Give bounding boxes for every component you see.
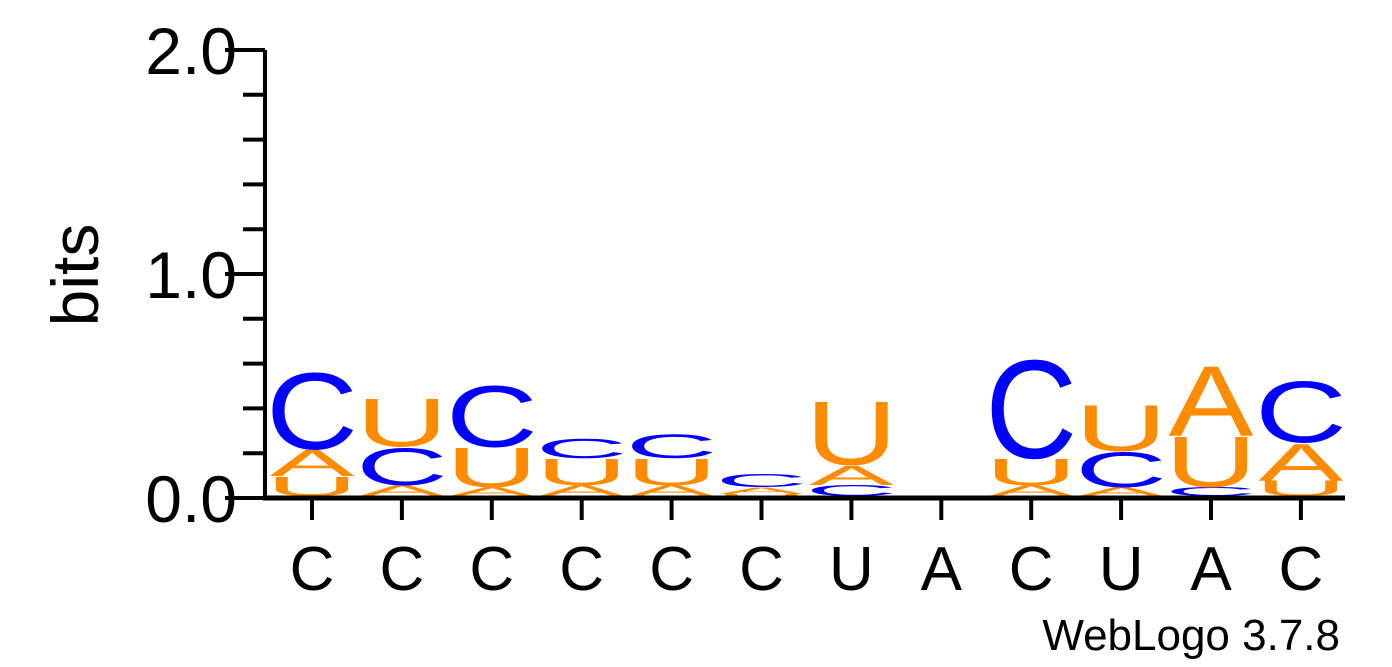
logo-letter-u: U [626, 451, 718, 493]
logo-letter-c: C [356, 437, 448, 496]
x-tick-label: C [469, 535, 514, 604]
logo-letter-a: A [449, 485, 535, 499]
x-tick-label: C [380, 535, 425, 604]
logo-letter-c: C [626, 427, 718, 465]
x-tick-label: A [921, 535, 963, 604]
x-tick-label: C [739, 535, 784, 604]
logo-letter-a: A [359, 482, 445, 499]
logo-letter-u: U [356, 384, 448, 461]
logo-letter-a: A [719, 485, 804, 496]
logo-letter-c: C [1255, 364, 1347, 462]
logo-letter-c: C [716, 470, 808, 491]
y-tick-label: 0.0 [145, 462, 237, 536]
logo-letter-c: C [266, 351, 358, 473]
x-tick-label: C [1279, 535, 1324, 604]
logo-letter-a: A [270, 442, 355, 484]
logo-letter-c: C [1165, 485, 1257, 499]
logo-letter-u: U [1075, 392, 1167, 465]
x-tick-label: C [649, 535, 694, 604]
y-tick-label: 1.0 [145, 238, 237, 312]
logo-letter-a: A [539, 482, 625, 499]
logo-letter-a: A [1079, 485, 1165, 499]
x-tick-label: C [290, 535, 335, 604]
logo-letter-c: C [1075, 442, 1167, 498]
y-tick-label: 2.0 [145, 14, 237, 88]
y-axis-label: bits [38, 224, 112, 327]
logo-letter-u: U [1165, 422, 1257, 503]
logo-letter-a: A [989, 482, 1075, 499]
x-tick-label: C [559, 535, 604, 604]
logo-letter-c: C [805, 482, 897, 499]
logo-letter-u: U [805, 383, 897, 484]
logo-letter-a: A [629, 482, 715, 499]
logo-letter-u: U [446, 436, 538, 499]
y-axis: 0.0 1.0 2.0 [145, 14, 267, 536]
logo-letter-a: A [809, 459, 895, 490]
logo-letter-u: U [536, 451, 628, 493]
x-tick-label: A [1190, 535, 1232, 604]
logo-letter-u: U [985, 451, 1077, 493]
logo-letter-a: A [1169, 345, 1255, 457]
x-tick-label: C [1009, 535, 1054, 604]
logo-letter-c: C [536, 433, 628, 464]
logo-letter-a: A [1258, 432, 1343, 491]
x-tick-label: U [1099, 535, 1144, 604]
logo-letter-c: C [985, 332, 1077, 488]
x-tick-label: U [829, 535, 874, 604]
weblogo-credit: WebLogo 3.7.8 [1042, 611, 1340, 660]
logo-letter-u: U [716, 493, 808, 496]
logo-letter-c: C [446, 368, 538, 466]
